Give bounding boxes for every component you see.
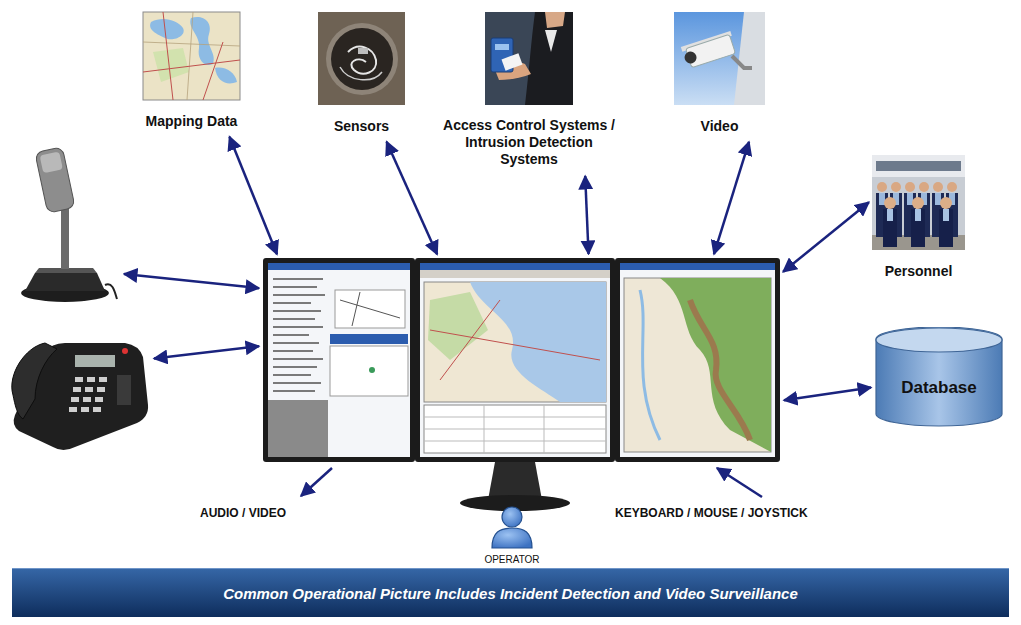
node-caption: Access Control Systems / Intrusion Detec… bbox=[440, 117, 618, 167]
label-text: OPERATOR bbox=[484, 554, 539, 566]
connector-arrow bbox=[784, 388, 871, 401]
connector-arrow bbox=[229, 137, 277, 255]
sensor-picture bbox=[318, 12, 405, 105]
access-control-node: Access Control Systems / Intrusion Detec… bbox=[436, 12, 622, 172]
monitor-node bbox=[263, 258, 780, 462]
video-node: Video bbox=[674, 12, 765, 138]
cylinder-body bbox=[876, 327, 1002, 426]
connector-arrow bbox=[585, 176, 588, 254]
personnel-node: Personnel bbox=[872, 155, 965, 283]
connector-arrow bbox=[714, 142, 749, 254]
monitor-picture bbox=[263, 258, 780, 511]
connector-arrow bbox=[783, 202, 869, 271]
camera-picture bbox=[674, 12, 765, 105]
database-cylinder bbox=[875, 327, 1003, 427]
microphone-node bbox=[5, 145, 120, 305]
operator-icon bbox=[492, 507, 532, 548]
output-arrow bbox=[301, 468, 332, 496]
telephone-picture bbox=[12, 343, 148, 450]
node-caption: Personnel bbox=[885, 263, 953, 280]
node-caption: Mapping Data bbox=[146, 113, 238, 130]
sensors-node: Sensors bbox=[318, 12, 405, 138]
connector-arrow bbox=[124, 274, 259, 288]
microphone-picture bbox=[21, 147, 117, 302]
node-caption: Video bbox=[701, 118, 739, 135]
input-arrow bbox=[717, 468, 762, 497]
connector-arrow bbox=[387, 142, 438, 255]
node-caption: Sensors bbox=[334, 118, 389, 135]
telephone-node bbox=[5, 335, 150, 455]
operator-label: OPERATOR bbox=[484, 549, 539, 567]
label-text: AUDIO / VIDEO bbox=[200, 506, 286, 520]
connector-arrow bbox=[154, 346, 259, 358]
map-picture bbox=[143, 12, 240, 100]
access-control-picture bbox=[485, 12, 573, 105]
label-text: KEYBOARD / MOUSE / JOYSTICK bbox=[615, 506, 808, 520]
caption-band: Common Operational Picture Includes Inci… bbox=[12, 568, 1009, 617]
input-label: KEYBOARD / MOUSE / JOYSTICK bbox=[615, 503, 808, 521]
caption-text: Common Operational Picture Includes Inci… bbox=[223, 585, 798, 602]
personnel-picture bbox=[872, 155, 965, 250]
cylinder-top bbox=[876, 328, 1002, 352]
mapping-data-node: Mapping Data bbox=[142, 12, 242, 133]
database-node: Database bbox=[875, 327, 1003, 427]
output-label: AUDIO / VIDEO bbox=[200, 503, 286, 521]
node-text: Database bbox=[901, 378, 977, 398]
